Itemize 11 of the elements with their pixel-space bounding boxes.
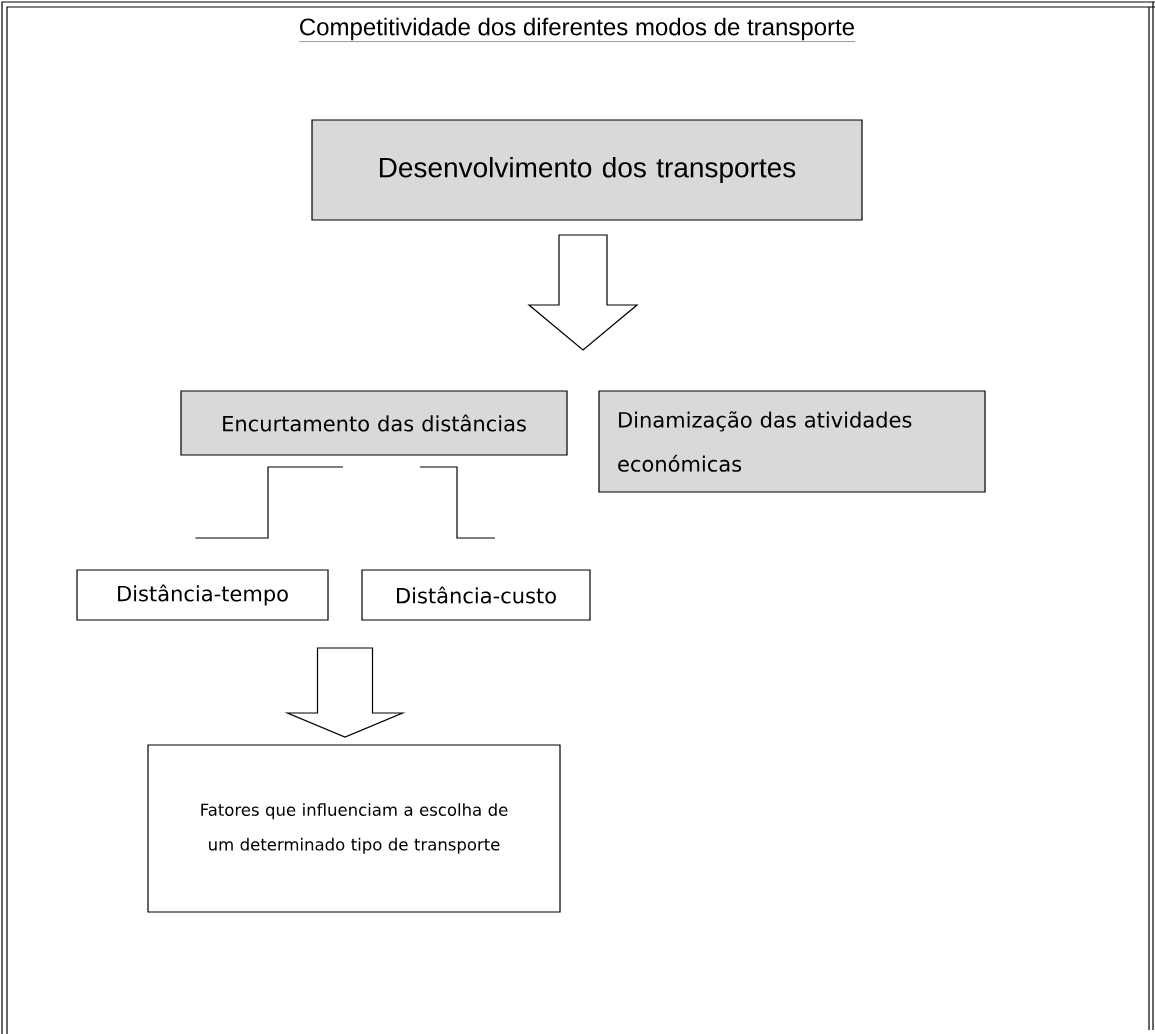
text-box: Distância-tempo (76, 569, 329, 621)
block-arrow (527, 234, 639, 351)
text-box: Distância-custo (361, 569, 591, 621)
text-box: Desenvolvimento dos transportes (311, 119, 863, 221)
text-box: Encurtamento das distâncias (180, 390, 568, 456)
block-arrow (284, 647, 406, 738)
connector-line (194, 466, 344, 539)
title: Competitividade dos diferentes modos de transporte (298, 17, 856, 42)
connector-line (419, 466, 496, 539)
text-box: Fatores que influenciam a escolha de um determinado tipo de transporte (147, 744, 561, 913)
text-box: Dinamização das atividades económicas (598, 390, 986, 493)
